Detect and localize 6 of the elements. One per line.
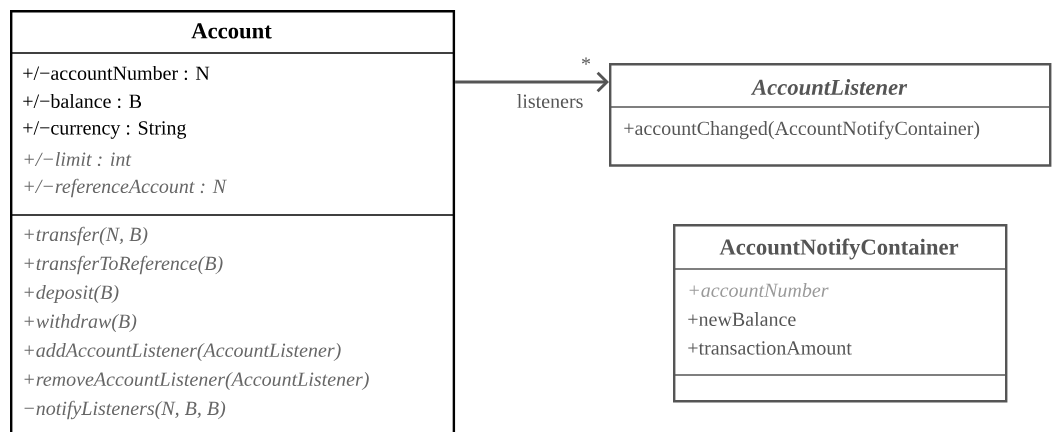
association-arrow <box>455 71 609 93</box>
multiplicity-label: * <box>582 57 591 65</box>
class-box: AccountNotifyContainer +accountNumber +newBalance +transactionAmount <box>672 224 1008 403</box>
class-box: Account +/−accountNumber : N +/−balance : B +/−currency : String +/−limit : int +/−referenceAccount : N +transfer(N, B) +transferToReference(B) +deposit(B) +withdraw(B) +addAccountListener(AccountListener) +removeAccountListener(AccountListener) −notifyListeners(N, B, B) <box>9 10 456 432</box>
edge-label: listeners <box>517 94 583 109</box>
class-box: AccountListener +accountChanged(AccountNotifyContainer) <box>608 63 1052 167</box>
